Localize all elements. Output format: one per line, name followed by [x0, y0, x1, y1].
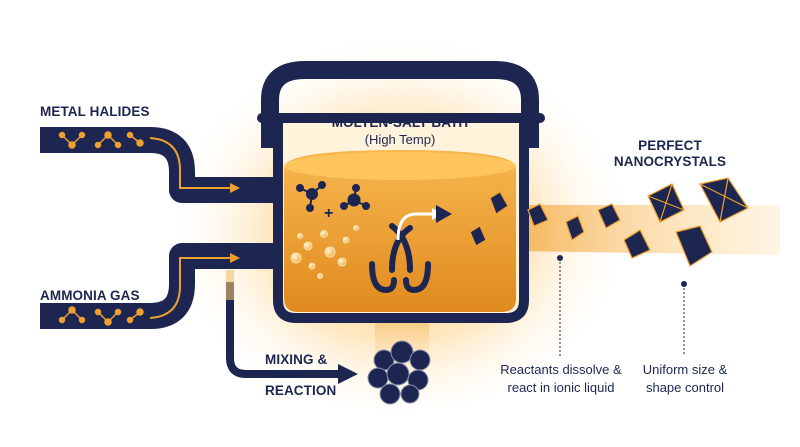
liquid-surface — [284, 152, 516, 180]
reactor-lid — [261, 61, 539, 148]
metal-halides-label: METAL HALIDES — [40, 104, 150, 119]
uniform-pointer-dot — [681, 281, 687, 287]
molecule-icon — [58, 306, 144, 326]
metal-halides-flow — [149, 137, 230, 189]
bath-title: MOLTEN-SALT BATH — [331, 115, 469, 130]
dissolve-pointer-dot — [557, 255, 563, 261]
molecule-icon — [58, 131, 144, 149]
mixing-arrow-head — [338, 364, 358, 384]
mixing-arrow — [226, 282, 340, 378]
bath-subtitle: (High Temp) — [364, 132, 436, 147]
plus-icon: + — [324, 205, 333, 222]
uniform-line1: Uniform size & — [642, 362, 728, 377]
metal-halides-flow-arrow — [230, 183, 240, 193]
dissolve-line2: react in ionic liquid — [507, 380, 615, 395]
reaction-label: REACTION — [265, 383, 337, 398]
molecule-icon — [340, 184, 370, 210]
ammonia-flow-arrow — [230, 253, 240, 263]
nanocrystals-label: NANOCRYSTALS — [613, 154, 727, 169]
perfect-label: PERFECT — [638, 138, 702, 153]
aggregate-icon — [367, 340, 431, 405]
molecule-icon — [296, 181, 326, 212]
mixing-arrow-white — [396, 212, 432, 241]
bubbles-icon — [290, 225, 359, 279]
octahedron-icon — [469, 177, 749, 267]
mixing-arrow-gradient — [226, 270, 234, 300]
mixing-label: MIXING & — [265, 352, 328, 367]
exit-arrow-head — [436, 205, 452, 223]
mixing-arrows-icon — [369, 223, 431, 294]
dissolve-line1: Reactants dissolve & — [500, 362, 622, 377]
uniform-line2: shape control — [645, 380, 725, 395]
ammonia-flow — [149, 257, 230, 319]
ammonia-gas-label: AMMONIA GAS — [40, 288, 140, 303]
